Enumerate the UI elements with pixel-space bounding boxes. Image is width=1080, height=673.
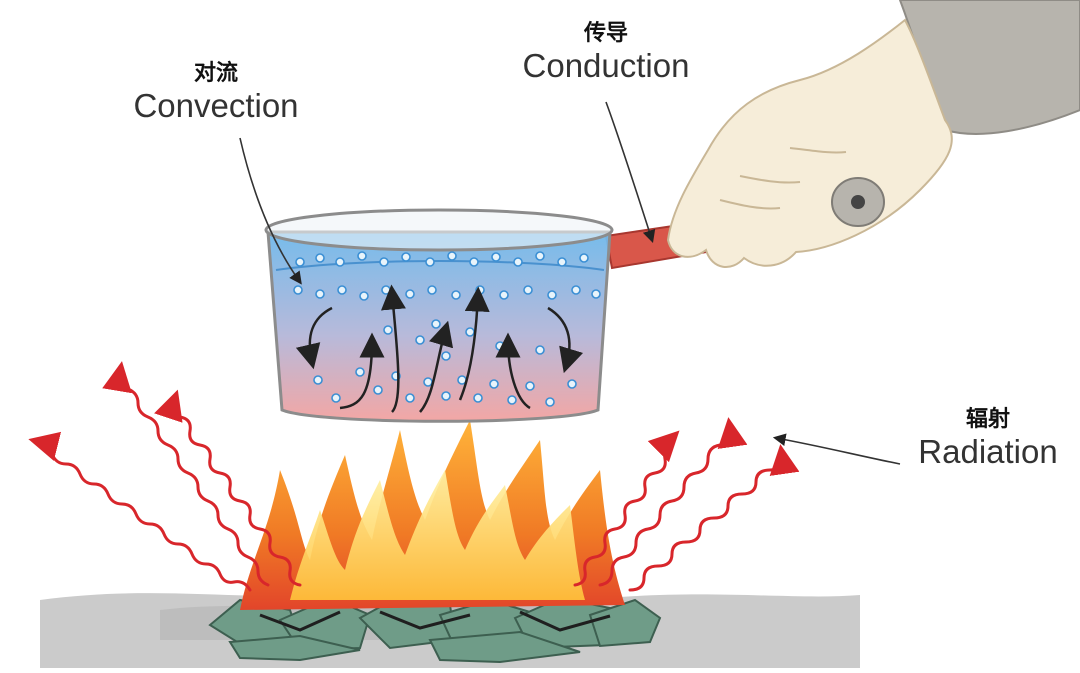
radiation-wave-1 <box>28 431 252 592</box>
convection-arrows <box>295 284 584 413</box>
label-conduction-en: Conduction <box>522 47 690 84</box>
radiation-wave-2 <box>102 361 270 587</box>
conduction-pointer <box>605 101 656 244</box>
hand-icon <box>666 0 1080 268</box>
label-radiation: 辐射 Radiation <box>900 406 1076 472</box>
coal-cracks <box>259 610 611 632</box>
radiation-wave-6 <box>628 444 800 592</box>
label-convection: 对流 Convection <box>112 60 320 126</box>
radiation-wave-3 <box>154 389 302 587</box>
radiation-pointer <box>772 433 901 465</box>
label-radiation-en: Radiation <box>918 433 1058 470</box>
coal-bed <box>208 594 662 664</box>
convection-pointer <box>239 137 302 285</box>
flames <box>240 420 625 610</box>
water-bubbles <box>293 251 601 407</box>
label-conduction-cn: 传导 <box>583 20 628 46</box>
label-convection-en: Convection <box>133 87 299 124</box>
saucepan-icon <box>264 208 614 423</box>
label-pointers <box>239 101 901 465</box>
radiation-waves <box>28 361 800 592</box>
label-radiation-cn: 辐射 <box>965 406 1010 432</box>
label-convection-cn: 对流 <box>193 60 238 86</box>
label-conduction: 传导 Conduction <box>498 20 714 86</box>
radiation-wave-4 <box>573 430 680 587</box>
radiation-wave-5 <box>598 417 748 587</box>
